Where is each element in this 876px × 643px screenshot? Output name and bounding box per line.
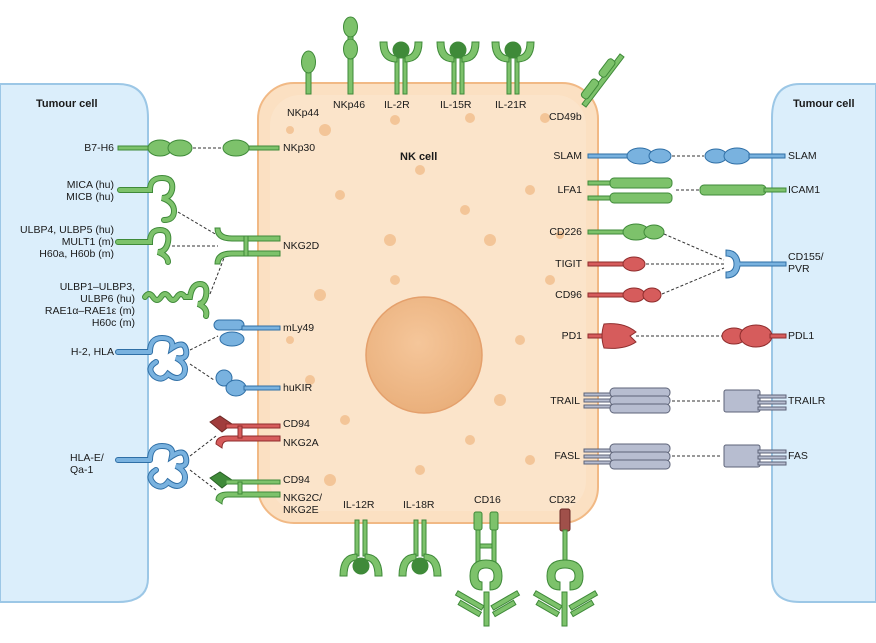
trailr-ligand: [723, 389, 787, 413]
label-il12r: IL-12R: [343, 499, 375, 511]
il21r-receptor: [491, 41, 535, 95]
cd155-ligand: [725, 249, 787, 279]
label-cd226: CD226: [549, 226, 582, 238]
il15r-receptor: [436, 41, 480, 95]
label-cd32: CD32: [549, 494, 576, 506]
label-hukir: huKIR: [283, 382, 313, 394]
tumour-cell-right: [771, 83, 876, 603]
mica-ligand: [117, 174, 178, 223]
il18r-receptor: [398, 519, 442, 577]
cd16-receptor: [469, 511, 503, 591]
label-mly49: mLy49: [283, 322, 315, 334]
nk-cell-title: NK cell: [400, 151, 438, 163]
nk-nucleus: [365, 296, 483, 414]
label-b7h6: B7-H6: [84, 142, 114, 154]
antibody-cd16: [454, 590, 521, 627]
label-cd96: CD96: [555, 289, 582, 301]
label-il2r: IL-2R: [384, 99, 410, 111]
label-il15r: IL-15R: [440, 99, 472, 111]
tumour-cell-left: [0, 83, 149, 603]
label-slam-ligand: SLAM: [788, 150, 817, 162]
ulbp1-ligand: [142, 280, 210, 319]
nkp30-receptor: [222, 139, 280, 157]
fasl-receptor: [583, 443, 671, 470]
fas-ligand: [723, 444, 787, 468]
label-nkp46: NKp46: [333, 99, 366, 111]
antibody-cd32: [532, 590, 599, 627]
tumour-right-title: Tumour cell: [793, 98, 855, 110]
hlae-links: [189, 435, 217, 491]
ulbp4-ligand: [115, 226, 172, 265]
pdl1-ligand: [721, 324, 787, 348]
slam-ligand: [704, 147, 786, 165]
mly49-receptor: [213, 319, 281, 347]
h2-links: [189, 335, 219, 381]
label-nkg2a: NKG2A: [283, 437, 319, 449]
cd32-receptor: [546, 508, 584, 591]
il2r-receptor: [379, 41, 423, 95]
label-nkp44: NKp44: [287, 107, 320, 119]
cd155-links: [646, 233, 725, 295]
label-fasl: FASL: [554, 450, 580, 462]
label-fas: FAS: [788, 450, 808, 462]
nkg2d-receptor: [214, 227, 281, 265]
lfa1-receptor: [587, 177, 673, 204]
cd226-receptor: [587, 223, 665, 241]
cd49b-receptor: [580, 53, 625, 108]
label-il21r: IL-21R: [495, 99, 527, 111]
label-nkp30: NKp30: [283, 142, 316, 154]
trail-receptor: [583, 387, 671, 414]
nkg2d-links: [172, 211, 225, 295]
label-cd16: CD16: [474, 494, 501, 506]
label-slam-receptor: SLAM: [553, 150, 582, 162]
b7h6-ligand: [117, 139, 193, 157]
pd1-receptor: [587, 323, 637, 349]
nkp44-receptor: [301, 50, 316, 95]
label-cd94-a: CD94: [283, 418, 310, 430]
label-il18r: IL-18R: [403, 499, 435, 511]
slam-receptor: [587, 147, 672, 165]
label-pd1: PD1: [561, 330, 582, 342]
label-icam1: ICAM1: [788, 184, 821, 196]
label-mica: MICA (hu) MICB (hu): [66, 179, 114, 203]
nk-granules: [286, 113, 564, 486]
tigit-receptor: [587, 256, 646, 272]
label-tigit: TIGIT: [555, 258, 582, 270]
label-nkg2c: NKG2C/ NKG2E: [283, 492, 323, 516]
label-cd94-b: CD94: [283, 474, 310, 486]
label-pdl1: PDL1: [788, 330, 815, 342]
label-h2-hla: H-2, HLA: [70, 346, 114, 358]
cd96-receptor: [587, 287, 662, 303]
label-cd49b: CD49b: [549, 111, 582, 123]
label-ulbp4: ULBP4, ULBP5 (hu) MULT1 (m) H60a, H60b (…: [20, 224, 114, 260]
h2-hla-ligand: [115, 334, 190, 382]
tumour-left-title: Tumour cell: [36, 98, 98, 110]
cd94-nkg2c-receptor: [209, 471, 281, 505]
label-nkg2d: NKG2D: [283, 240, 320, 252]
label-ulbp1: ULBP1–ULBP3, ULBP6 (hu) RAE1α–RAE1ε (m) …: [44, 281, 135, 329]
hukir-receptor: [215, 369, 281, 397]
icam1-ligand: [699, 184, 787, 196]
label-hlae: HLA-E/ Qa-1: [70, 452, 104, 476]
label-trail: TRAIL: [550, 395, 580, 407]
label-cd155: CD155/ PVR: [788, 251, 824, 275]
hlae-ligand: [115, 442, 190, 490]
label-lfa1: LFA1: [557, 184, 582, 196]
nkp46-receptor: [343, 16, 358, 95]
label-trailr: TRAILR: [788, 395, 826, 407]
cd94-nkg2a-receptor: [209, 415, 281, 449]
il12r-receptor: [339, 519, 383, 577]
